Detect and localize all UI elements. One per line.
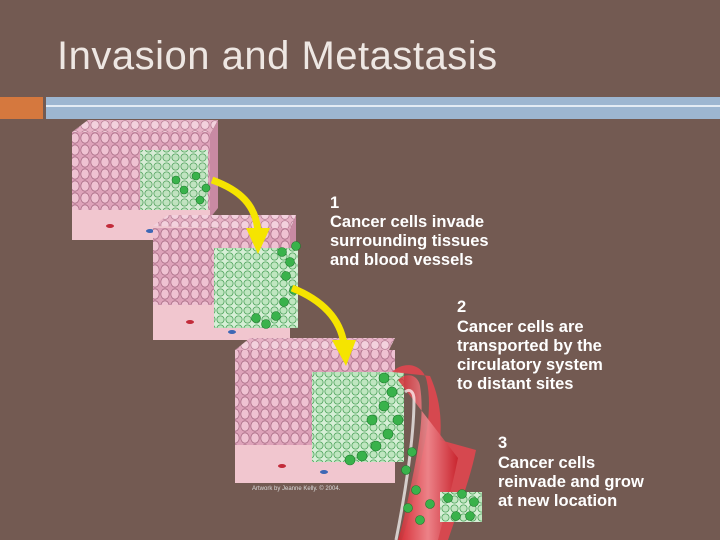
step-2-line-4: to distant sites xyxy=(457,375,573,395)
step-2-number: 2 xyxy=(457,298,466,318)
arrow-2-icon xyxy=(292,288,344,344)
step-1-line-2: surrounding tissues xyxy=(330,232,489,252)
artwork-credit: Artwork by Jeanne Kelly. © 2004. xyxy=(252,486,340,492)
step-1-line-1: Cancer cells invade xyxy=(330,213,484,233)
tissue-block-3 xyxy=(235,338,404,483)
step-2-line-1: Cancer cells are xyxy=(457,318,584,338)
step-3-line-2: reinvade and grow xyxy=(498,473,644,493)
step-3-line-1: Cancer cells xyxy=(498,454,595,474)
step-3-number: 3 xyxy=(498,434,507,454)
step-2-line-2: transported by the xyxy=(457,337,602,357)
step-3-line-3: at new location xyxy=(498,492,617,512)
step-2-line-3: circulatory system xyxy=(457,356,603,376)
step-1-line-3: and blood vessels xyxy=(330,251,473,271)
tissue-block-2 xyxy=(153,215,301,340)
step-1-number: 1 xyxy=(330,194,339,214)
